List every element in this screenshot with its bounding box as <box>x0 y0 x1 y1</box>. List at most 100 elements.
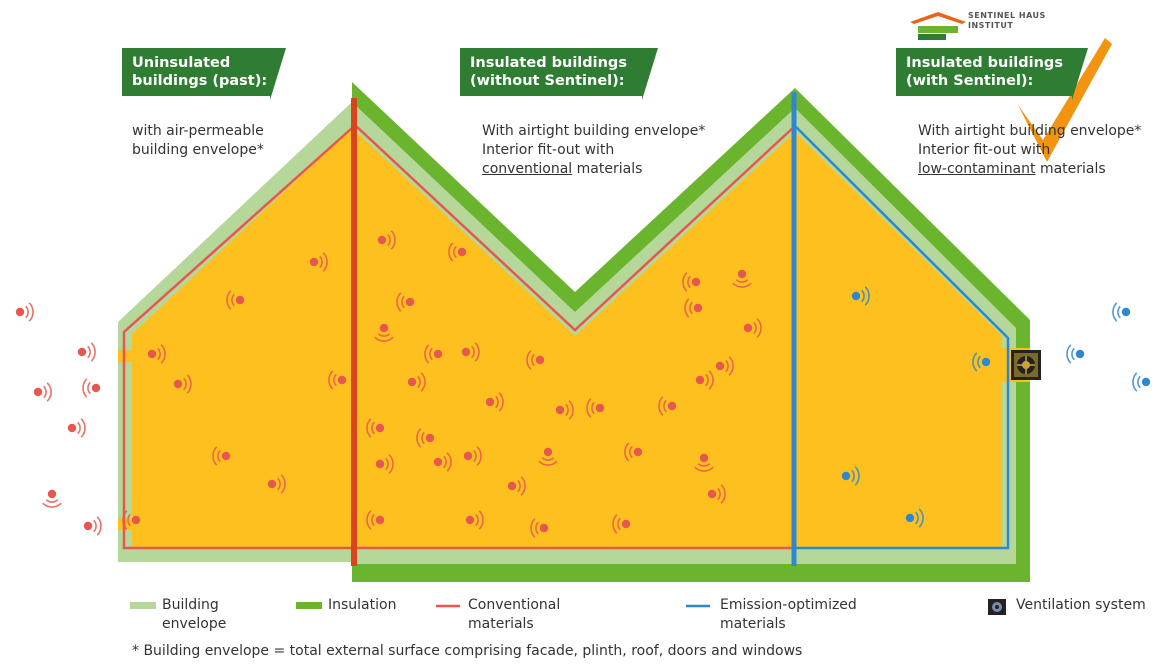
emission-dot <box>407 372 426 392</box>
underlined-word: conventional <box>482 161 573 177</box>
emission-dot <box>173 374 192 394</box>
emission-dot <box>694 453 714 472</box>
emission-dot <box>328 370 347 390</box>
heading-insulated-with-sentinel: Insulated buildings (with Sentinel): <box>896 48 1088 100</box>
heading-insulated-without-sentinel: Insulated buildings (without Sentinel): <box>460 48 658 100</box>
emission-dot <box>538 447 558 466</box>
ventilation-system-icon <box>1011 350 1041 380</box>
legend-conventional-materials: Conventional materials <box>468 596 560 634</box>
old-building-material-line <box>122 127 353 550</box>
emission-dot <box>485 392 504 412</box>
heading-line: Insulated buildings <box>470 55 627 71</box>
emission-dot <box>555 400 574 420</box>
legend-label: Building <box>162 597 219 613</box>
description-rest: materials <box>1035 161 1106 177</box>
emission-dot <box>682 272 701 292</box>
emission-dot <box>586 398 605 418</box>
emission-dot <box>715 356 734 376</box>
footnote: * Building envelope = total external sur… <box>132 643 803 659</box>
emission-dot <box>309 252 328 272</box>
description-line: with air-permeable <box>132 123 264 139</box>
emission-dot <box>841 466 860 486</box>
description-line: Interior fit-out with <box>918 142 1051 158</box>
emission-dot <box>507 476 526 496</box>
logo-line2: INSTITUT <box>968 21 1014 30</box>
legend-label: Insulation <box>328 597 397 613</box>
underlined-word: low-contaminant <box>918 161 1036 177</box>
legend-label: Conventional <box>468 597 561 613</box>
emission-dot <box>684 298 703 318</box>
heading-uninsulated: Uninsulated buildings (past): <box>122 48 286 100</box>
description-line: building envelope* <box>132 142 264 158</box>
legend-ventilation-icon <box>988 599 1006 615</box>
description-line: With airtight building envelope* <box>482 123 706 139</box>
description-line: Interior fit-out with <box>482 142 615 158</box>
emission-dot <box>374 323 394 342</box>
emission-dot <box>851 286 870 306</box>
legend-label: materials <box>468 616 534 632</box>
checkmark-icon <box>1018 38 1112 162</box>
emission-dot <box>1066 344 1085 364</box>
emission-dot <box>972 352 991 372</box>
description-without-sentinel: With airtight building envelope* Interio… <box>482 122 705 179</box>
emission-dot <box>448 242 467 262</box>
emission-dot <box>83 516 102 536</box>
emission-dot <box>1132 372 1151 392</box>
description-line: With airtight building envelope* <box>918 123 1142 139</box>
legend-ventilation-system: Ventilation system <box>1016 596 1146 615</box>
logo-line1: SENTINEL HAUS <box>968 11 1046 20</box>
new-building-interior <box>352 128 1002 548</box>
emission-dot <box>15 302 34 322</box>
emission-dot <box>77 342 96 362</box>
emission-dot <box>743 318 762 338</box>
emission-dot <box>461 342 480 362</box>
emission-dot <box>465 510 484 530</box>
emission-dot <box>366 510 385 530</box>
emission-dot <box>122 510 141 530</box>
description-uninsulated: with air-permeable building envelope* <box>132 122 264 160</box>
emission-dot <box>42 489 62 508</box>
description-with-sentinel: With airtight building envelope* Interio… <box>918 122 1141 179</box>
legend-insulation: Insulation <box>328 596 396 615</box>
emission-dot <box>1112 302 1131 322</box>
legend-swatch-envelope <box>130 602 156 609</box>
emission-dot <box>732 269 752 288</box>
emission-dot <box>707 484 726 504</box>
emission-optimized-material-line <box>794 125 1010 550</box>
emission-dot <box>33 382 52 402</box>
emission-dot <box>67 418 86 438</box>
conventional-material-line <box>355 125 796 332</box>
legend-swatch-insulation <box>296 602 322 609</box>
emission-dot <box>695 370 714 390</box>
emission-dot <box>375 454 394 474</box>
emission-dot <box>424 344 443 364</box>
heading-line: Uninsulated <box>132 55 231 71</box>
emission-dot <box>416 428 435 448</box>
emission-dot <box>377 230 396 250</box>
logo-text: SENTINEL HAUS INSTITUT <box>968 11 1046 31</box>
description-line: conventional materials <box>482 160 705 179</box>
legend-label: Ventilation system <box>1016 597 1146 613</box>
legend-building-envelope: Building envelope <box>162 596 226 634</box>
emission-dot <box>366 418 385 438</box>
heading-line: buildings (past): <box>132 73 268 89</box>
legend-label: materials <box>720 616 786 632</box>
legend-label: Emission-optimized <box>720 597 857 613</box>
emission-dot <box>612 514 631 534</box>
heading-line: (with Sentinel): <box>906 73 1034 89</box>
emission-dot <box>396 292 415 312</box>
heading-line: Insulated buildings <box>906 55 1063 71</box>
emission-dot <box>267 474 286 494</box>
legend-label: envelope <box>162 616 227 632</box>
emission-dot <box>82 378 101 398</box>
old-building-interior <box>132 128 352 548</box>
emission-dot <box>905 508 924 528</box>
heading-line: (without Sentinel): <box>470 73 625 89</box>
emission-dot <box>530 518 549 538</box>
sentinel-haus-logo-icon <box>910 12 966 40</box>
emission-dots <box>15 230 1151 538</box>
emission-dot <box>226 290 245 310</box>
emission-dot <box>433 452 452 472</box>
emission-dot <box>526 350 545 370</box>
emission-dot <box>463 446 482 466</box>
